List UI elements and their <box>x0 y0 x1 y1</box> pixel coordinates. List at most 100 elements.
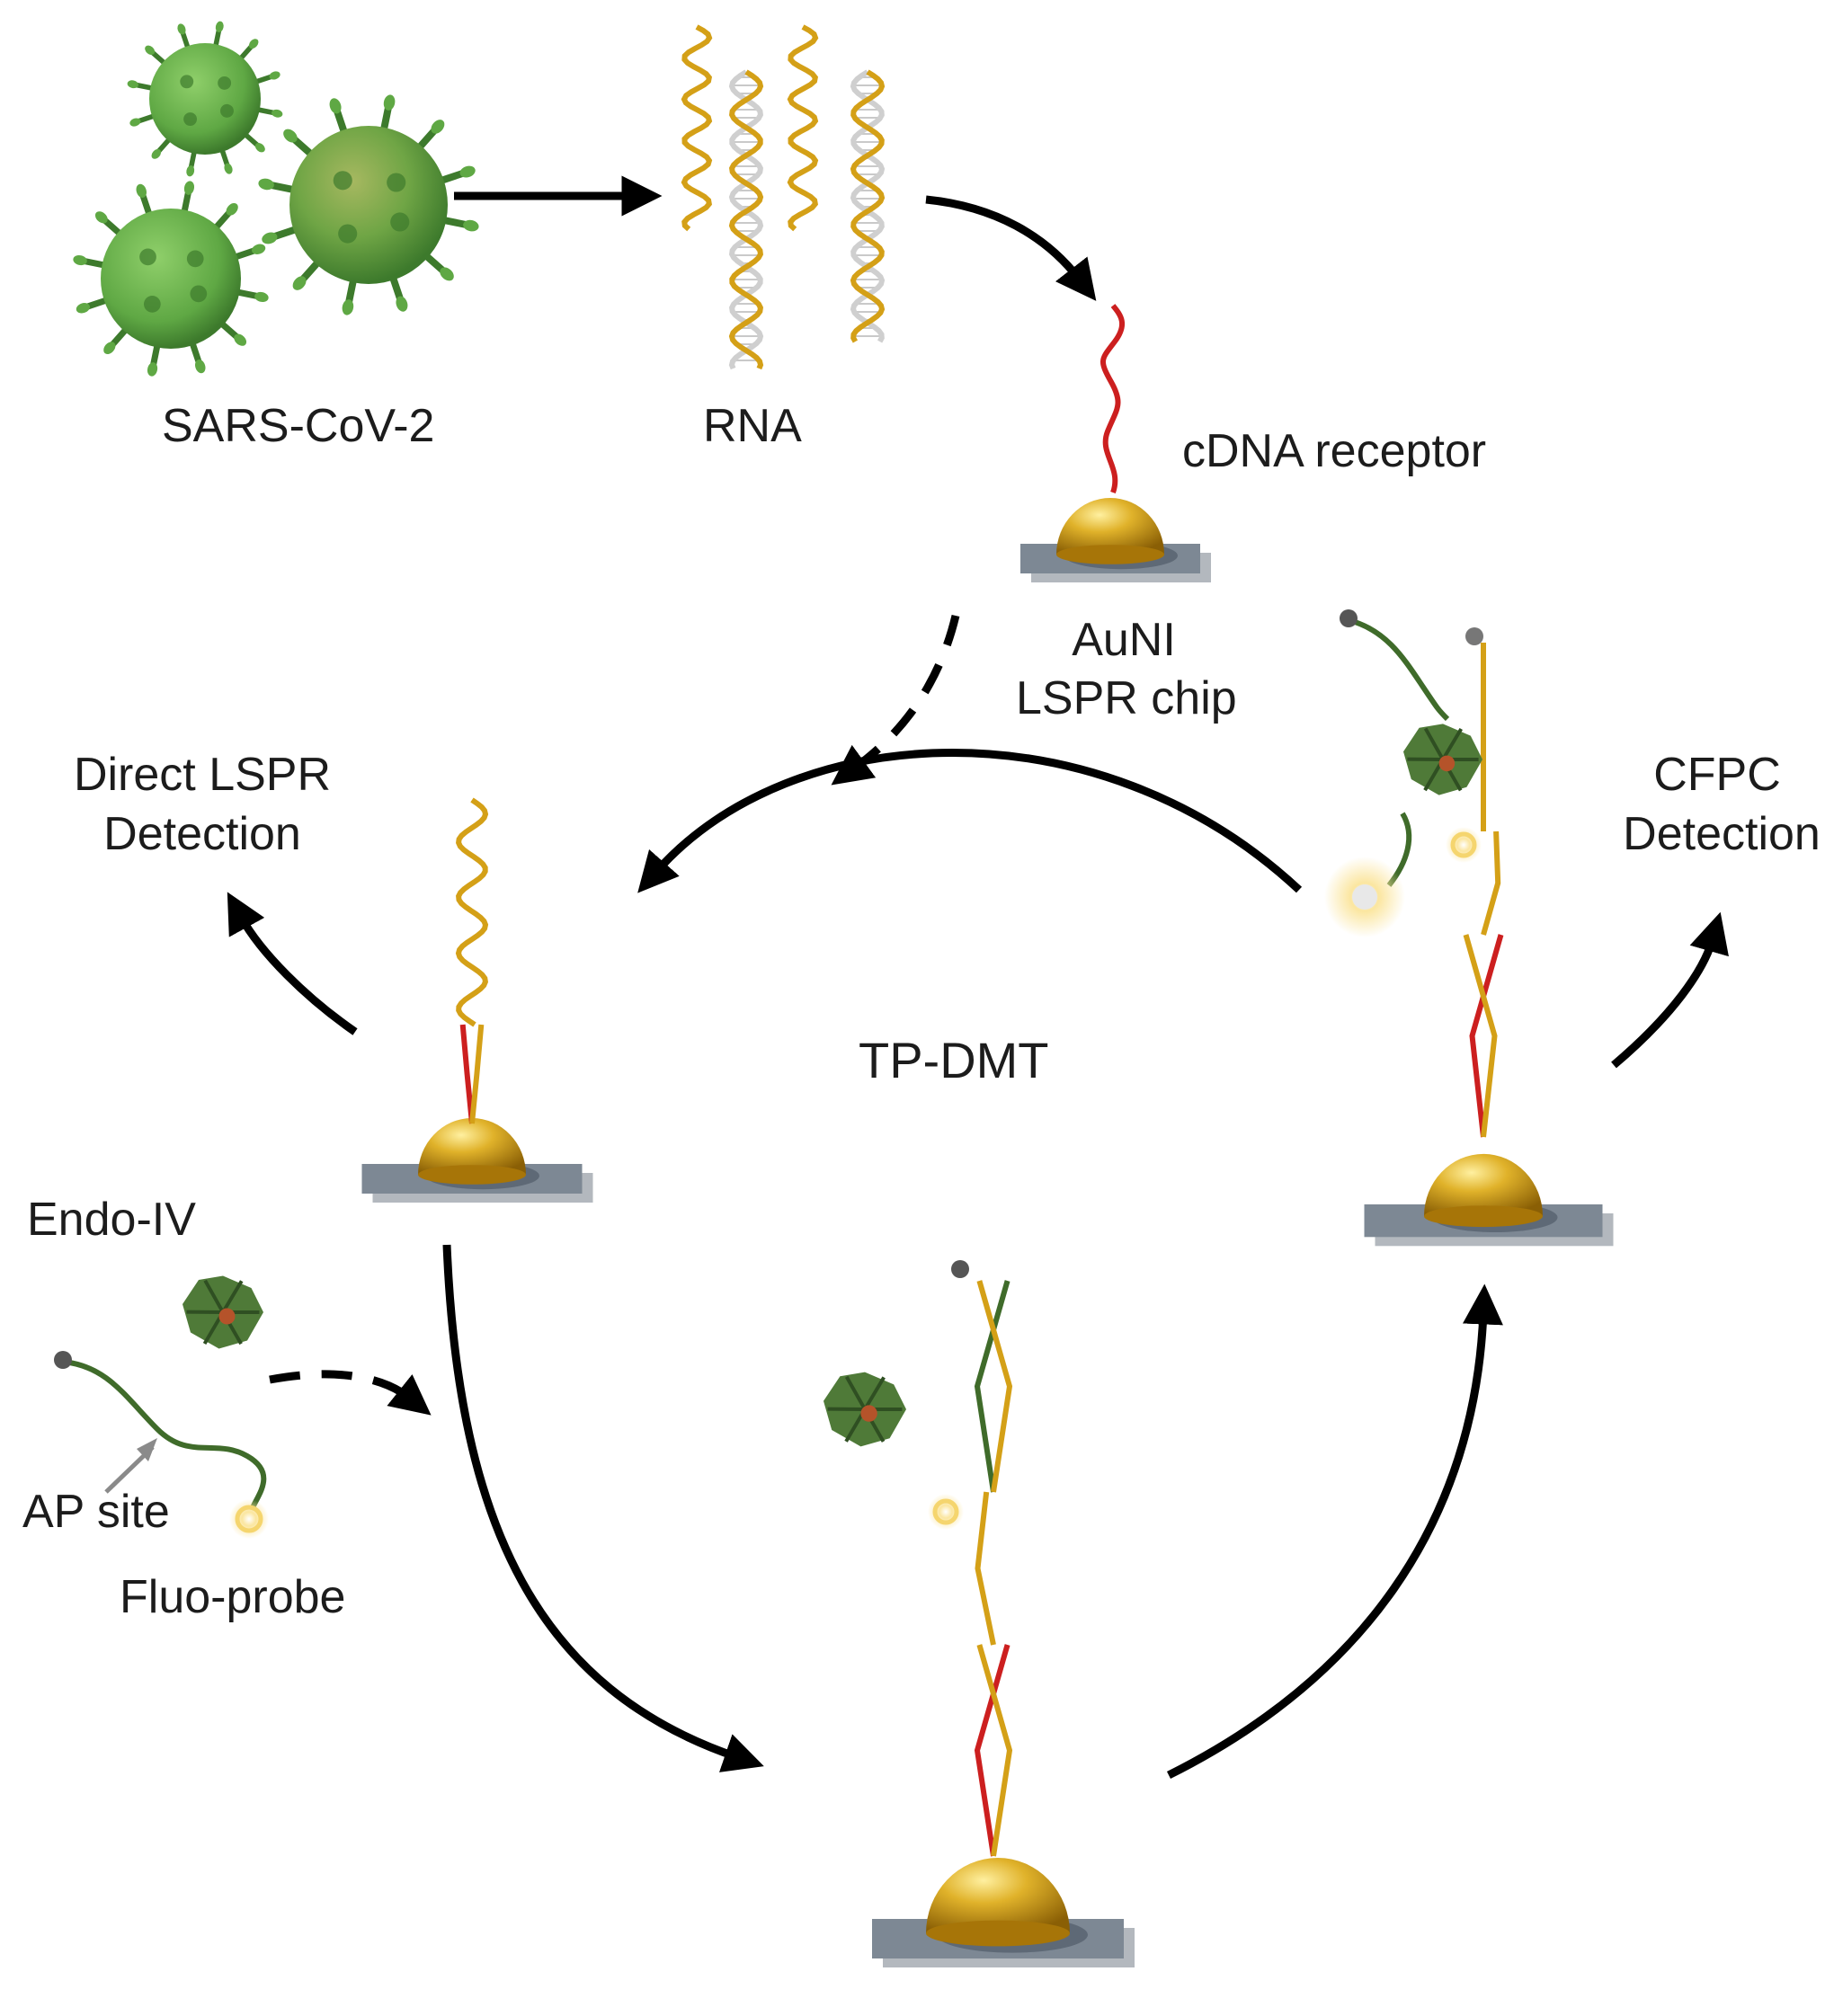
virus-spike-tip <box>73 254 87 266</box>
fluorophore-ring <box>1450 831 1477 858</box>
strand <box>976 1644 1013 1857</box>
complement-strand <box>728 69 764 370</box>
rna-middle <box>1481 830 1501 936</box>
complement-strand <box>974 1644 1010 1857</box>
process-arrows <box>227 175 1729 1780</box>
virus-surface-protein <box>183 112 198 126</box>
auni-chip-label-line1: AuNI <box>1072 614 1176 666</box>
strand <box>681 24 713 232</box>
virus-spike-tip <box>292 276 307 290</box>
gold-nanoisland <box>926 1858 1070 1933</box>
gold-nanoisland <box>418 1118 526 1175</box>
fluo-probe-label: Fluo-probe <box>120 1571 346 1623</box>
strand <box>975 1491 996 1646</box>
arrow-cycle-right <box>1166 1283 1503 1780</box>
virus-spike-tip <box>234 333 247 346</box>
virus-spike-tip <box>258 178 274 191</box>
arrow-probe-dashed <box>269 1370 432 1416</box>
strand <box>850 69 886 343</box>
arrow-chip-dashed <box>831 614 960 786</box>
virus-spike-tip <box>283 129 298 143</box>
probe-strand <box>62 1359 267 1512</box>
strand <box>469 1024 485 1124</box>
gold-nanoisland <box>1424 1153 1543 1217</box>
quencher-dot <box>1340 609 1358 627</box>
cdna-receptor-label: cDNA receptor <box>1182 425 1487 477</box>
endo-iv-enzyme-right <box>1403 724 1482 795</box>
virus-body <box>101 209 241 349</box>
arrow-rna-to-chip <box>925 195 1097 301</box>
lspr-chip-assemblies <box>361 304 1614 1967</box>
cdna-chip <box>1020 498 1211 582</box>
quencher-fragment <box>1348 617 1450 722</box>
nanoisland-base <box>418 1165 526 1185</box>
cfpc-label-line2: Detection <box>1623 808 1821 860</box>
strand <box>1463 934 1498 1138</box>
virus-spike-tip <box>103 342 116 355</box>
virus-body <box>149 43 261 155</box>
virus-spike-tip <box>215 21 224 32</box>
rna-tail <box>455 797 489 1027</box>
rna-label: RNA <box>703 400 802 452</box>
virus-body <box>289 126 448 284</box>
tp-dmt-label: TP-DMT <box>859 1032 1049 1088</box>
virus-spike-tip <box>145 45 156 56</box>
virus-spike-tip <box>459 165 476 178</box>
hybrid-duplex <box>974 1644 1013 1857</box>
right-chip <box>1364 1153 1614 1247</box>
virus-particle <box>258 94 479 315</box>
virus-particle <box>127 21 283 177</box>
virus-spike-tip <box>440 267 454 281</box>
virus-surface-protein <box>218 75 232 90</box>
probe-duplex <box>974 1280 1013 1493</box>
virus-spike-tip <box>127 80 138 89</box>
rna-strand <box>728 69 764 370</box>
virus-spike-tip <box>262 232 278 244</box>
virus-spike-tip <box>136 183 147 198</box>
virus-spike-tip <box>147 362 158 377</box>
virus-spike-tip <box>194 360 206 374</box>
virus-surface-protein <box>390 212 410 232</box>
virus-illustration <box>73 21 479 377</box>
cdna-strand <box>1100 304 1126 494</box>
virus-surface-protein <box>338 224 358 244</box>
nanoisland-base <box>1424 1205 1543 1228</box>
virus-spike-tip <box>94 211 108 224</box>
left-chip <box>361 1118 593 1203</box>
virus-surface-protein <box>186 250 204 268</box>
strand <box>728 69 764 370</box>
virus-spike-tip <box>177 23 186 35</box>
released-fragments <box>1324 609 1450 937</box>
complement-strand <box>1469 934 1504 1138</box>
gold-nanoisland <box>1056 498 1164 555</box>
auni-chip-label-line2: LSPR chip <box>1016 672 1237 724</box>
enzyme-fold <box>863 1376 886 1411</box>
virus-surface-protein <box>139 248 156 266</box>
rna-middle <box>975 1491 996 1646</box>
virus-surface-protein <box>143 296 161 313</box>
strand <box>455 797 489 1027</box>
enzyme-fold <box>1441 727 1463 761</box>
virus-spike-tip <box>254 142 265 153</box>
virus-surface-protein <box>220 103 234 118</box>
strand <box>1481 830 1501 936</box>
quencher-dot <box>1465 627 1483 645</box>
virus-spike-tip <box>183 181 195 195</box>
quencher-dot <box>951 1260 969 1278</box>
enzyme-active-site <box>1438 755 1456 772</box>
virus-spike-tip <box>129 118 141 127</box>
cdna-receptor-strand <box>1100 304 1126 494</box>
ap-site-label: AP site <box>22 1486 170 1538</box>
hybrid-duplex <box>459 1024 485 1124</box>
virus-spike-tip <box>224 163 233 174</box>
virus-spike-tip <box>151 148 162 159</box>
direct-lspr-label-line1: Direct LSPR <box>73 749 332 801</box>
enzyme-fold <box>221 1280 244 1314</box>
arrow-to-cfpc <box>1611 911 1729 1069</box>
bottom-chip <box>872 1858 1135 1967</box>
virus-spike-tip <box>252 244 266 255</box>
fluorophore-ring <box>235 1505 263 1533</box>
arrow-to-direct-lspr <box>227 892 358 1035</box>
rna-strand <box>850 69 886 343</box>
